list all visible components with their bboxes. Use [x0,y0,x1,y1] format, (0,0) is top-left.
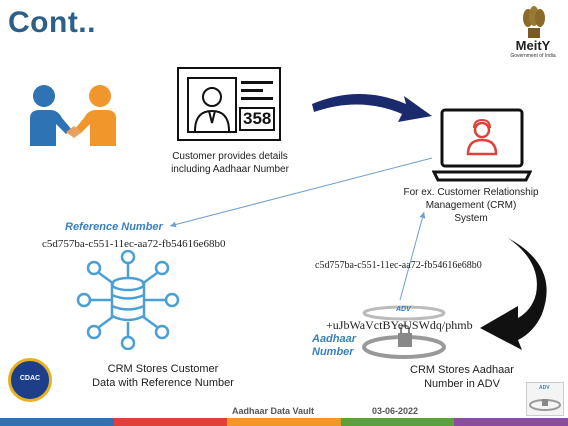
arrow-crm-to-reference [169,157,433,228]
meity-name: MeitY [515,38,551,53]
person-portrait-icon [187,77,237,133]
crm-caption: For ex. Customer Relationship Management… [403,187,539,224]
adv-vault-graphic: ADV [362,305,446,361]
reference-value-right: c5d757ba-c551-11ec-aa72-fb54616e68b0 [315,260,482,271]
aadhaar-number-label: Aadhaar Number [312,333,357,358]
arrow-adv-to-crm [399,211,426,301]
slide-title: Cont.. [8,6,96,39]
id-card-icon: 358 [177,67,281,141]
adv-label: ADV [396,306,411,313]
card-number: 358 [239,107,276,131]
footer-segment [113,418,228,426]
meity-subtitle: Government of India [510,53,556,59]
database-network-icon [76,250,180,350]
adv-store-caption: CRM Stores Aadhaar Number in ADV [410,364,514,390]
footer-segment [0,418,114,426]
handshake-icon [30,85,116,146]
footer-segment [227,418,341,426]
footer-color-bar [0,418,568,426]
cdac-seal-text: CDAC [19,375,41,382]
meity-logo: MeitY Government of India [502,6,564,62]
footer-segment [454,418,568,426]
footer-title: Aadhaar Data Vault [232,406,315,416]
customer-caption: Customer provides details including Aadh… [171,151,289,175]
flow-arrow-right [480,238,547,350]
reference-number-label: Reference Number [65,221,163,233]
cdac-seal-logo: CDAC [8,358,52,402]
adv-small-icon: ADV [526,382,564,416]
footer-segment [340,418,455,426]
card-lines [241,81,273,100]
flow-arrow-top [312,94,432,122]
reference-value-left: c5d757ba-c551-11ec-aa72-fb54616e68b0 [42,238,226,250]
crm-store-caption: CRM Stores Customer Data with Reference … [92,363,234,389]
encrypted-aadhaar-value: +uJbWaVctBYeUSWdq/phmb [326,318,473,332]
crm-laptop-icon [432,108,532,182]
emblem-icon [523,6,545,38]
footer-date: 03-06-2022 [372,406,419,416]
